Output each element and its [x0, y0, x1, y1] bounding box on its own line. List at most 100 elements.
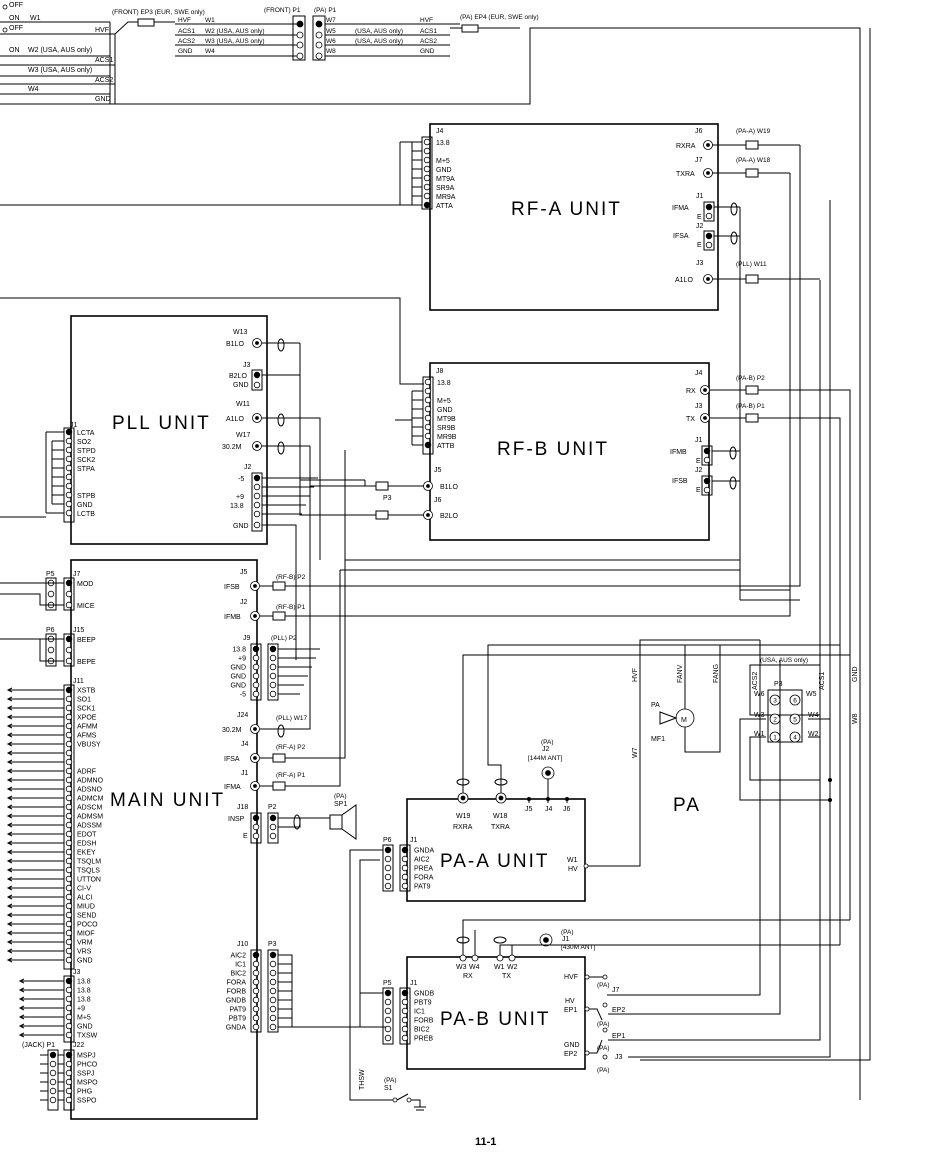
rf-b-j1-connector [701, 445, 713, 466]
terminal [471, 954, 479, 962]
pin [423, 138, 431, 146]
pin [65, 646, 73, 654]
wire [6, 885, 64, 891]
main-j9-pin: GND [230, 683, 246, 690]
rf-a-j4-connector [421, 136, 433, 210]
pin [65, 686, 73, 694]
rf-b-pin: ATTB [437, 443, 455, 450]
pin [269, 1014, 277, 1022]
pin [384, 882, 392, 890]
pin [49, 1096, 57, 1104]
rf-a-j4: J4 [436, 128, 444, 135]
rf-b-j1: J1 [695, 437, 703, 444]
rf-b-pin: M+5 [437, 398, 451, 405]
pin [65, 821, 73, 829]
pll-j2-pin: 13.8 [230, 503, 244, 510]
pa-a-pin: AIC2 [414, 857, 430, 864]
pin [423, 174, 431, 182]
pin [65, 893, 73, 901]
pin [252, 978, 260, 986]
pa-a-j6: J6 [563, 806, 571, 813]
rf-a-a1lo: A1LO [675, 277, 693, 284]
pin [65, 428, 73, 436]
pll-pin: STPD [77, 448, 96, 455]
pin [423, 147, 431, 155]
rf-a-pin: 13.8 [436, 140, 450, 147]
pa-p3-pin: 4 [793, 735, 797, 742]
main-j11-pin: XSTB [77, 688, 96, 695]
r-acs2: ACS2 [420, 38, 437, 45]
main-ifma: IFMA [224, 784, 241, 791]
terminal [584, 1050, 590, 1056]
pin [252, 823, 260, 831]
pin [65, 857, 73, 865]
pin [789, 713, 801, 725]
pin [423, 183, 431, 191]
shield-loop [277, 724, 285, 738]
pin [47, 590, 55, 598]
pin [252, 996, 260, 1004]
pll-a1lo: A1LO [226, 416, 244, 423]
pin [269, 1005, 277, 1013]
rf-b-j6: J6 [434, 497, 442, 504]
rf-b-e1: E [696, 458, 701, 465]
rf-a-w11: (PLL) W11 [736, 261, 767, 268]
r-w6: W6 [326, 38, 336, 45]
wire [6, 822, 64, 828]
pa-b-pin: PREB [414, 1036, 433, 1043]
pin [401, 1025, 409, 1033]
main-rfb-p1: (RF-B) P1 [276, 604, 306, 611]
junction [546, 797, 551, 802]
pll-pin: STPA [77, 466, 95, 473]
pll-j1-pins [65, 428, 73, 517]
pa-b-w2: W2 [507, 964, 518, 971]
pin [65, 500, 73, 508]
rf-b-tx: TX [686, 416, 695, 423]
pll-j2-pins [253, 474, 261, 529]
pin [65, 1078, 73, 1086]
pin [65, 635, 73, 643]
main-j9: J9 [243, 635, 251, 642]
acs1-label: ACS1 [95, 57, 113, 64]
pin [47, 646, 55, 654]
pa-b-unit-title: PA-B UNIT [440, 1009, 551, 1030]
shield-loop [456, 778, 470, 786]
pin [65, 713, 73, 721]
pin [269, 690, 277, 698]
shield-loop [277, 413, 285, 427]
pll-pin: SO2 [77, 439, 91, 446]
main-j11-pin: CI-V [77, 886, 91, 893]
coax-jack-center [703, 416, 707, 420]
main-j18-connector [250, 812, 262, 844]
pa-b-thsw: THSW [359, 1069, 366, 1090]
pin [424, 405, 432, 413]
pa-w8: W8 [852, 713, 859, 724]
main-j15: J15 [73, 627, 84, 634]
c-acs2: ACS2 [178, 38, 195, 45]
pin [384, 998, 392, 1006]
wire [6, 777, 64, 783]
coax-jack-center [706, 143, 710, 147]
rf-a-ifma: IFMA [672, 205, 689, 212]
pa-p3-pin: 6 [793, 698, 797, 705]
pin [65, 601, 73, 609]
pin [424, 414, 432, 422]
pin [49, 1051, 57, 1059]
main-p6-connector [45, 633, 57, 667]
pin [252, 832, 260, 840]
main-rfa-p1: (RF-A) P1 [276, 772, 306, 779]
pin [65, 1060, 73, 1068]
pa-b-w4: W4 [469, 964, 480, 971]
pin [384, 1034, 392, 1042]
pa-b-j1b: J1 [562, 936, 570, 943]
front-p1-label: (FRONT) P1 [264, 7, 301, 14]
pin [65, 758, 73, 766]
pin [65, 695, 73, 703]
terminal [459, 954, 467, 962]
pin [252, 814, 260, 822]
wire [6, 687, 64, 693]
main-j9-pin: 13.8 [232, 647, 246, 654]
